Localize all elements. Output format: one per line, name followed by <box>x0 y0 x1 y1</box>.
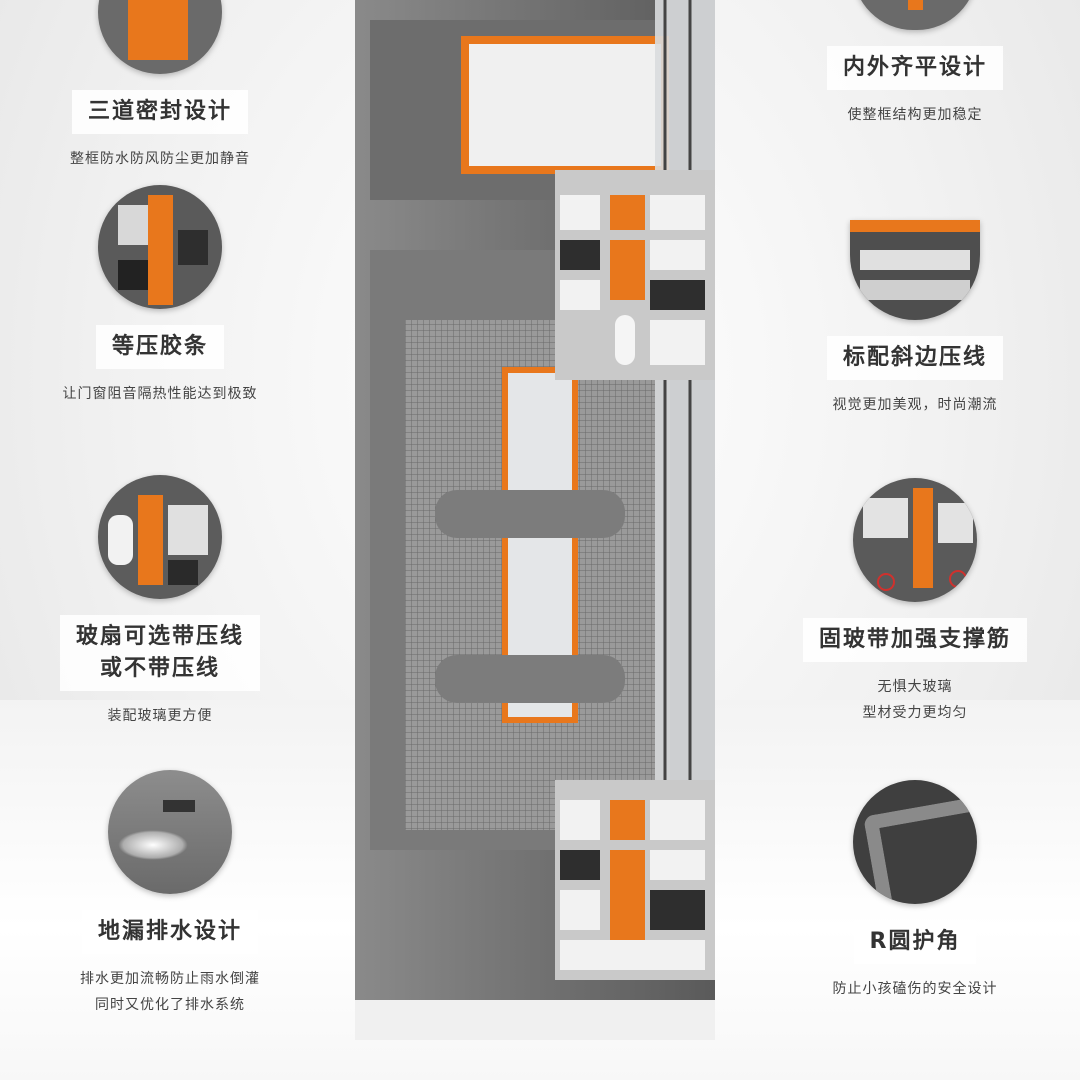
feature-title: 标配斜边压线 <box>826 336 1003 380</box>
bevel-bead-icon <box>850 220 980 320</box>
support-rib-icon <box>853 478 977 602</box>
window-profile-illustration <box>355 0 715 1040</box>
feature-desc: 视觉更加美观，时尚潮流 <box>832 397 998 413</box>
feature-title: 内外齐平设计 <box>826 46 1003 90</box>
feature-desc: 使整框结构更加稳定 <box>847 107 983 123</box>
feature-glazing-bead: 玻扇可选带压线 或不带压线 装配玻璃更方便 <box>40 475 280 729</box>
feature-bevel-bead: 标配斜边压线 视觉更加美观，时尚潮流 <box>790 220 1040 418</box>
feature-desc: 整框防水防风防尘更加静音 <box>70 151 250 167</box>
feature-pressure-gasket: 等压胶条 让门窗阻音隔热性能达到极致 <box>40 185 280 407</box>
feature-support-rib: 固玻带加强支撑筋 无惧大玻璃 型材受力更均匀 <box>790 478 1040 726</box>
feature-desc: 装配玻璃更方便 <box>107 708 213 724</box>
flush-frame-icon <box>853 0 977 30</box>
seal-crosssection-icon <box>98 0 222 74</box>
feature-title: 三道密封设计 <box>71 90 248 134</box>
water-drain-icon <box>108 770 232 894</box>
feature-desc: 排水更加流畅防止雨水倒灌 同时又优化了排水系统 <box>80 971 260 1013</box>
rounded-corner-icon <box>853 780 977 904</box>
pressure-gasket-icon <box>98 185 222 309</box>
feature-title: 玻扇可选带压线 或不带压线 <box>59 615 260 691</box>
glazing-bead-icon <box>98 475 222 599</box>
feature-desc: 让门窗阻音隔热性能达到极致 <box>62 386 258 402</box>
feature-title: 等压胶条 <box>95 325 224 369</box>
feature-rounded-corner: R圆护角 防止小孩磕伤的安全设计 <box>790 780 1040 1002</box>
feature-title: R圆护角 <box>853 920 977 964</box>
feature-desc: 防止小孩磕伤的安全设计 <box>832 981 998 997</box>
feature-triple-seal: 三道密封设计 整框防水防风防尘更加静音 <box>40 0 280 172</box>
feature-flush-frame: 内外齐平设计 使整框结构更加稳定 <box>790 0 1040 128</box>
feature-drain: 地漏排水设计 排水更加流畅防止雨水倒灌 同时又优化了排水系统 <box>40 770 300 1018</box>
feature-desc: 无惧大玻璃 型材受力更均匀 <box>862 679 968 721</box>
feature-title: 固玻带加强支撑筋 <box>802 618 1027 662</box>
feature-title: 地漏排水设计 <box>81 910 258 954</box>
